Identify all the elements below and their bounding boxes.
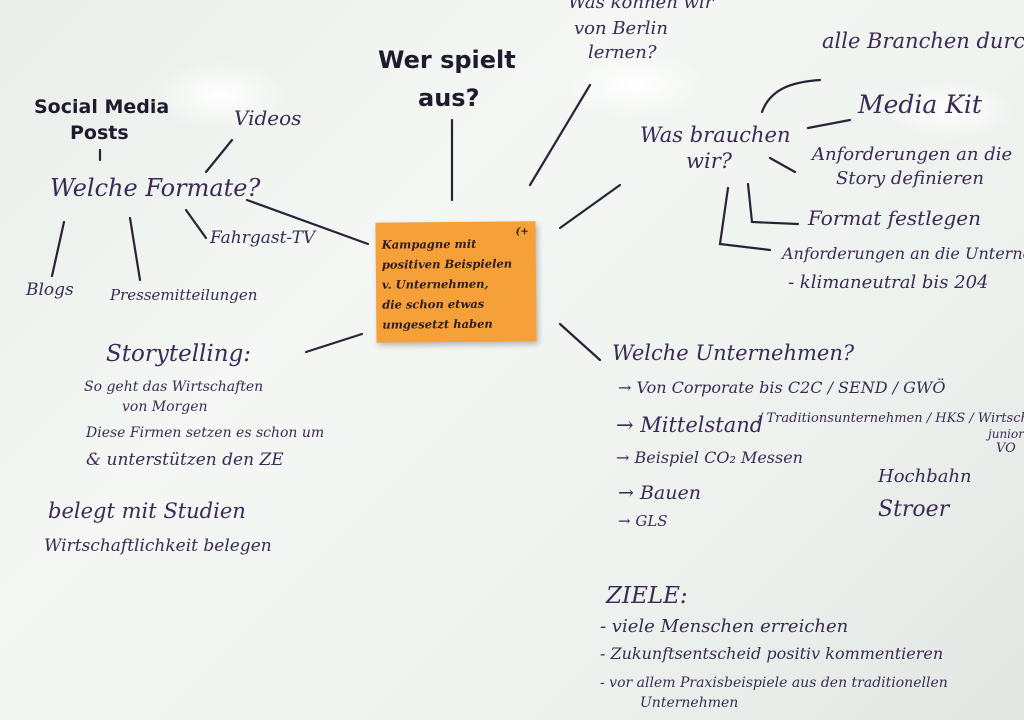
connector-line (746, 182, 800, 226)
was-brauchen-line-2: wir? (686, 149, 732, 173)
sticky-sup: (+ (515, 226, 529, 238)
connector-line (558, 322, 602, 362)
sticky-note: Kampagne mit (+ positiven Beispielen v. … (375, 221, 537, 343)
connector-line (50, 220, 66, 278)
connector-line (718, 186, 772, 252)
sticky-line-3: v. Unternehmen, (381, 276, 489, 292)
berlin-line-3: lernen? (588, 42, 657, 63)
storytelling-arrow-2: Wirtschaftlichkeit belegen (44, 536, 272, 556)
connector-line (760, 78, 822, 114)
connector-line (128, 216, 142, 282)
light-glare (150, 60, 290, 130)
storytelling-bullet-2: Diese Firmen setzen es schon um (86, 425, 325, 441)
welche-formate-label: Welche Formate? (50, 174, 261, 202)
berlin-line-1: Was können wir (568, 0, 714, 13)
stroer-label: Stroer (878, 497, 950, 522)
berlin-line-2: von Berlin (574, 18, 668, 39)
social-media-line-1: Social Media (34, 96, 170, 118)
blogs-label: Blogs (26, 280, 74, 300)
light-glare (560, 50, 710, 120)
welche-unternehmen-title: Welche Unternehmen? (612, 341, 855, 365)
storytelling-title: Storytelling: (106, 341, 252, 367)
ziele-item-3-cont: Unternehmen (640, 695, 739, 711)
connector-line (304, 332, 364, 354)
klimaneutral-label: - klimaneutral bis 204 (788, 272, 989, 293)
hochbahn-label: Hochbahn (878, 466, 972, 487)
connector-line (768, 156, 797, 174)
unternehmen-item-2-vo: VO (996, 441, 1016, 456)
ziele-title: ZIELE: (606, 583, 688, 609)
unternehmen-item-3: → Beispiel CO₂ Messen (616, 448, 803, 467)
connector-line (204, 138, 234, 174)
storytelling-bullet-3: & unterstützen den ZE (86, 450, 284, 470)
anforderungen-story-line-2: Story definieren (836, 168, 984, 189)
ziele-item-3: - vor allem Praxisbeispiele aus den trad… (600, 675, 948, 691)
ziele-item-1: - viele Menschen erreichen (600, 616, 849, 637)
light-glare (885, 80, 1015, 140)
sticky-line-1: Kampagne mit (381, 236, 477, 252)
media-kit-label: Media Kit (858, 90, 982, 119)
unternehmen-item-1: → Von Corporate bis C2C / SEND / GWÖ (618, 378, 946, 397)
sticky-line-2: positiven Beispielen (381, 256, 513, 272)
wer-spielt-line-2: aus? (418, 84, 480, 112)
unternehmen-item-2-junior: junior (988, 427, 1024, 441)
storytelling-arrow-1: belegt mit Studien (48, 499, 246, 523)
social-media-line-2: Posts (70, 122, 129, 144)
connector-line (528, 83, 592, 187)
unternehmen-item-4: → Bauen (618, 482, 701, 504)
wer-spielt-line-1: Wer spielt (378, 46, 516, 74)
storytelling-bullet-1: So geht das Wirtschaften (84, 379, 264, 395)
ziele-item-2: - Zukunftsentscheid positiv kommentieren (600, 644, 944, 663)
format-festlegen-label: Format festlegen (808, 206, 981, 230)
fahrgast-tv-label: Fahrgast-TV (210, 228, 316, 248)
connector-line (184, 208, 208, 240)
storytelling-bullet-1-cont: von Morgen (122, 399, 208, 415)
connector-line (806, 118, 852, 130)
was-brauchen-line-1: Was brauchen (640, 123, 791, 147)
connector-line (245, 198, 370, 246)
pressemitteilungen-label: Pressemitteilungen (110, 286, 258, 304)
connector-line (558, 183, 622, 230)
unternehmen-item-5: → GLS (618, 512, 668, 530)
unternehmen-item-2-detail: / Traditionsunternehmen / HKS / Wirtsch (758, 411, 1024, 426)
videos-label: Videos (234, 106, 302, 130)
anforderungen-story-line-1: Anforderungen an die (812, 144, 1013, 165)
anforderungen-unternehmen-label: Anforderungen an die Unterneh (782, 244, 1024, 263)
sticky-line-5: umgesetzt haben (382, 316, 493, 332)
alle-branchen-label: alle Branchen durch (822, 29, 1024, 53)
unternehmen-item-2: → Mittelstand (616, 413, 764, 437)
sticky-line-4: die schon etwas (382, 296, 485, 312)
